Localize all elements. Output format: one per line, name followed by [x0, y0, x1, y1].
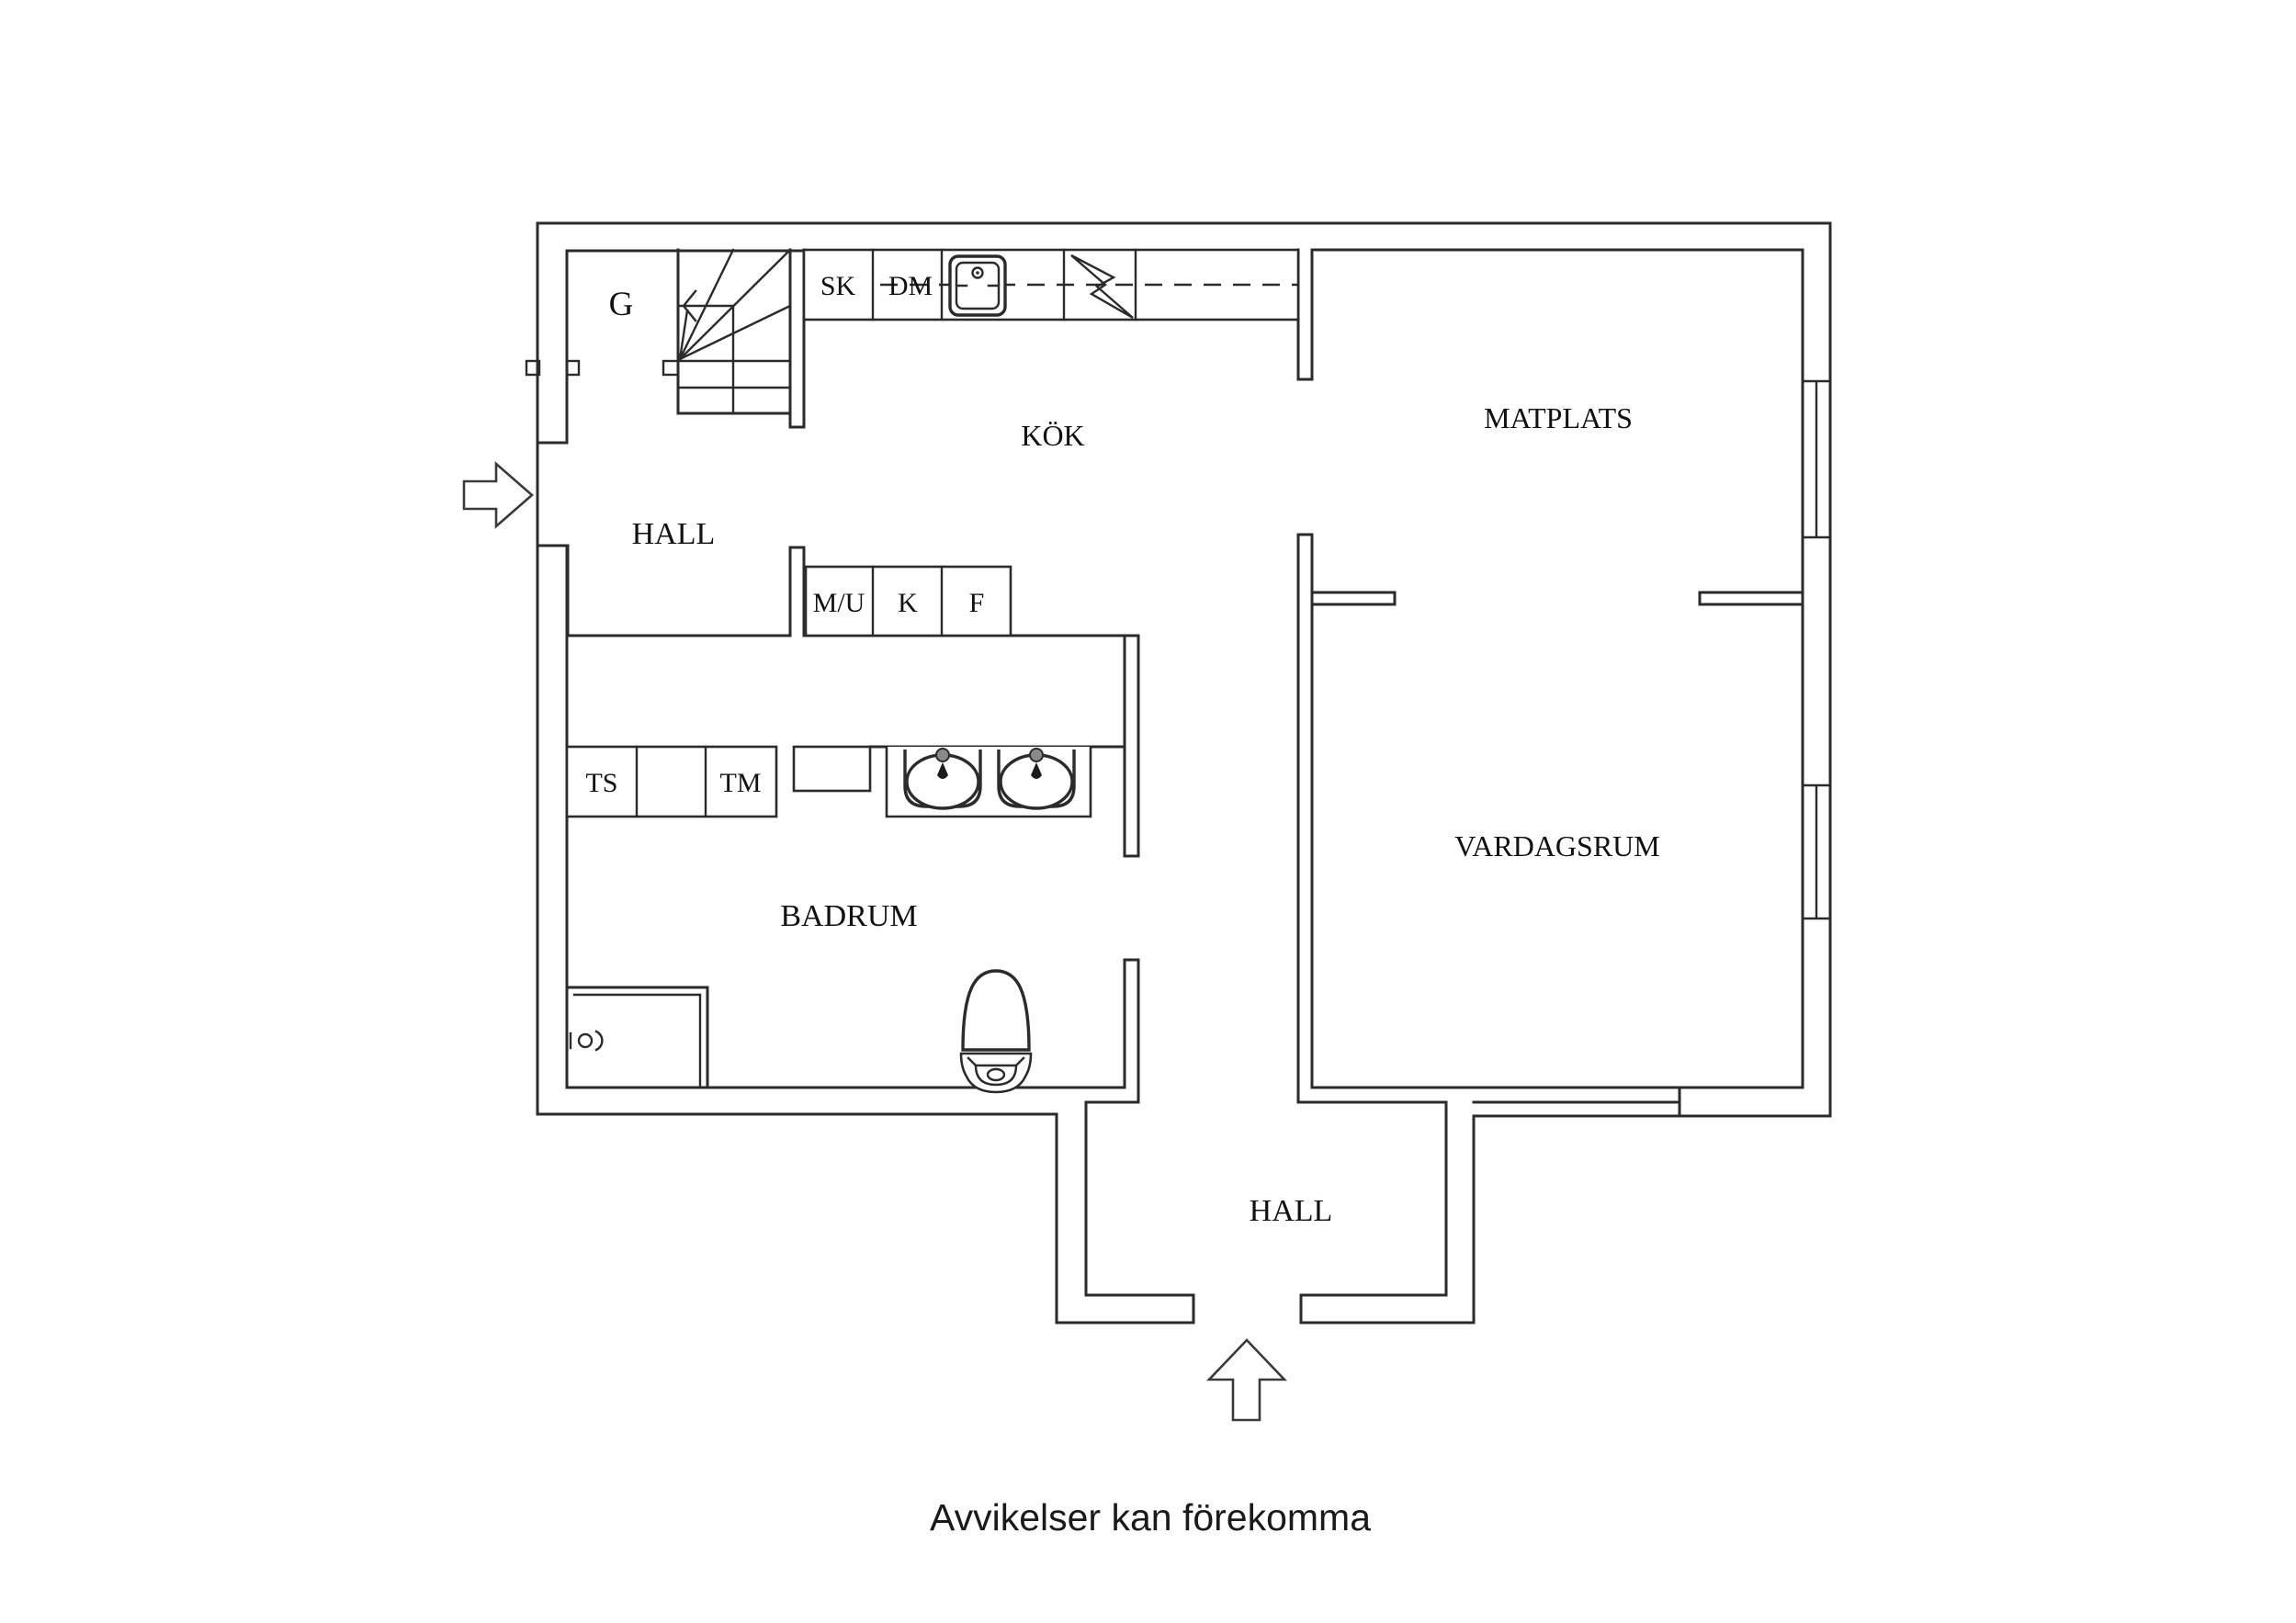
interior-walls — [525, 248, 1804, 1104]
label-ts: TS — [585, 768, 617, 798]
label-tm: TM — [720, 768, 762, 798]
appliance-cabinets — [804, 565, 1012, 637]
label-sk: SK — [820, 271, 856, 301]
kitchen-counter — [802, 248, 1300, 321]
room-labels: G SK DM KÖK MATPLATS HALL M/U K F TS TM … — [585, 271, 1659, 1228]
label-mu: M/U — [813, 588, 865, 618]
shower-drain-icon — [565, 986, 709, 1089]
washbasin-left-icon — [903, 748, 982, 810]
stairs-icon — [676, 248, 806, 429]
exterior-walls — [536, 221, 1832, 1324]
label-dm: DM — [888, 271, 933, 301]
label-bathroom: BADRUM — [780, 899, 917, 933]
label-k: K — [898, 588, 918, 618]
label-closet: G — [609, 286, 634, 323]
label-kitchen: KÖK — [1021, 419, 1084, 452]
bathroom-cabinets — [565, 745, 872, 818]
entry-arrow-right-icon — [462, 461, 534, 529]
label-living: VARDAGSRUM — [1454, 829, 1659, 862]
window-icon-living — [1801, 783, 1832, 920]
toilet-icon — [959, 969, 1033, 1094]
stove-lightning-icon — [1070, 254, 1134, 320]
label-f: F — [969, 588, 985, 618]
window-icon-dining — [1801, 379, 1832, 539]
disclaimer-text: Avvikelser kan förekomma — [930, 1496, 1371, 1538]
label-dining: MATPLATS — [1484, 401, 1633, 434]
label-hall-upper: HALL — [632, 517, 716, 551]
entry-arrow-up-icon — [1205, 1338, 1288, 1422]
label-hall-lower: HALL — [1250, 1194, 1333, 1228]
kitchen-sink-icon — [948, 254, 1007, 317]
double-washbasin-icon — [868, 745, 1126, 818]
washbasin-right-icon — [997, 748, 1076, 810]
